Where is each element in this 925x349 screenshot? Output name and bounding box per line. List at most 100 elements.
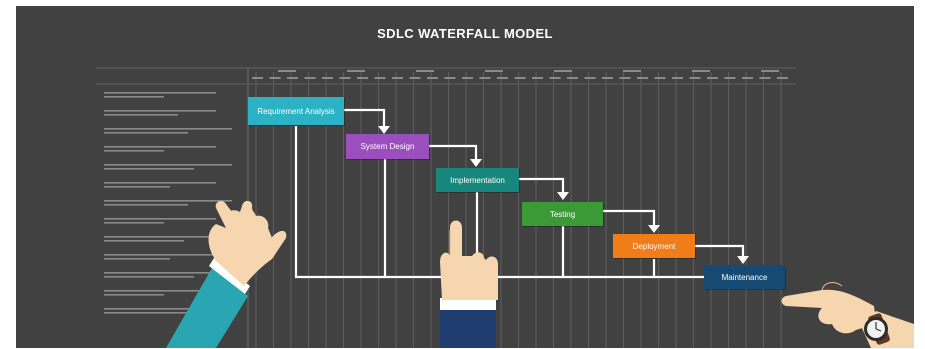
left-thumb — [268, 230, 287, 256]
header-tick — [584, 77, 596, 79]
text-line-placeholder — [104, 276, 194, 278]
header-tick — [392, 77, 403, 79]
header-tick — [269, 77, 281, 79]
header-tick — [497, 77, 508, 79]
header-tick — [602, 77, 613, 79]
header-tick — [777, 77, 788, 79]
text-line-placeholder — [104, 312, 188, 314]
connector-implementation-to-testing — [519, 177, 565, 193]
connector-requirement-to-design — [344, 108, 386, 127]
text-line-placeholder — [104, 182, 216, 184]
header-tick — [742, 77, 753, 79]
left-sleeve — [166, 268, 248, 348]
arrowhead-icon — [648, 225, 660, 233]
header-tick — [707, 77, 718, 79]
text-line-placeholder — [104, 258, 170, 260]
text-line-placeholder — [104, 272, 232, 274]
header-tick — [637, 77, 648, 79]
header-tick — [532, 77, 543, 79]
waterfall-diagram: SDLC WATERFALL MODEL Requirement Analysi… — [16, 6, 914, 348]
stage-implementation: Implementation — [436, 168, 519, 192]
header-tick — [567, 77, 578, 79]
stage-deployment: Deployment — [613, 234, 695, 258]
header-tick — [479, 77, 491, 79]
text-line-placeholder — [104, 200, 232, 202]
text-line-placeholder — [104, 168, 194, 170]
arrowhead-icon — [378, 126, 390, 134]
header-label-placeholder — [278, 70, 296, 72]
header-tick — [549, 77, 561, 79]
text-line-placeholder — [104, 96, 164, 98]
arrowhead-icon — [737, 256, 749, 264]
left-hand-illustration — [166, 200, 287, 348]
header-label-placeholder — [761, 70, 779, 72]
header-tick — [672, 77, 683, 79]
knuckle-line — [821, 282, 843, 291]
stage-requirement-analysis: Requirement Analysis — [248, 97, 344, 125]
header-tick — [462, 77, 473, 79]
connector-deployment-to-maintenance — [695, 244, 745, 257]
left-cuff — [209, 258, 250, 294]
text-line-placeholder — [104, 240, 184, 242]
text-line-placeholder — [104, 218, 216, 220]
header-tick — [724, 77, 736, 79]
left-finger — [240, 200, 254, 216]
header-label-placeholder — [485, 70, 503, 72]
text-line-placeholder — [104, 164, 232, 166]
text-line-placeholder — [104, 290, 216, 292]
header-tick — [689, 77, 701, 79]
connector-design-to-implementation — [429, 144, 478, 160]
left-palm — [208, 207, 277, 286]
header-tick — [514, 77, 526, 79]
header-label-placeholder — [416, 70, 434, 72]
diagram-graphics — [96, 67, 914, 348]
text-line-placeholder — [104, 92, 216, 94]
header-tick — [322, 77, 333, 79]
header-tick — [252, 77, 263, 79]
header-tick — [304, 77, 316, 79]
center-cuff — [440, 298, 496, 310]
text-line-placeholder — [104, 146, 216, 148]
right-palm — [781, 289, 876, 334]
text-line-placeholder — [104, 110, 216, 112]
stage-maintenance: Maintenance — [704, 265, 785, 289]
text-line-placeholder — [104, 186, 170, 188]
header-tick — [759, 77, 771, 79]
task-list-placeholder — [104, 92, 232, 314]
center-hand-illustration — [440, 220, 498, 348]
center-palm — [440, 220, 498, 300]
header-tick — [287, 77, 298, 79]
arrow-heads — [378, 126, 749, 264]
header-label-placeholder — [692, 70, 710, 72]
arrowhead-icon — [557, 192, 569, 200]
arrowhead-icon — [470, 159, 482, 167]
diagram-title: SDLC WATERFALL MODEL — [377, 26, 553, 41]
header-tick — [357, 77, 368, 79]
header-tick — [654, 77, 666, 79]
text-line-placeholder — [104, 150, 164, 152]
header-tick — [444, 77, 456, 79]
text-line-placeholder — [104, 128, 232, 130]
text-line-placeholder — [104, 222, 164, 224]
stage-testing: Testing — [522, 202, 603, 226]
text-line-placeholder — [104, 204, 188, 206]
watch-hand — [875, 328, 882, 332]
header-label-placeholder — [623, 70, 641, 72]
text-line-placeholder — [104, 236, 232, 238]
header-tick — [374, 77, 386, 79]
header-tick — [619, 77, 631, 79]
feedback-line — [294, 126, 704, 279]
stage-connectors — [294, 108, 745, 279]
left-finger — [215, 201, 238, 228]
text-line-placeholder — [104, 114, 178, 116]
right-hand-illustration — [781, 282, 914, 348]
text-line-placeholder — [104, 132, 188, 134]
header-tick — [409, 77, 421, 79]
text-line-placeholder — [104, 294, 164, 296]
header-tick — [339, 77, 351, 79]
connector-testing-to-deployment — [603, 209, 656, 226]
text-line-placeholder — [104, 254, 216, 256]
text-line-placeholder — [104, 308, 232, 310]
header-tick — [427, 77, 438, 79]
stage-system-design: System Design — [346, 134, 429, 159]
